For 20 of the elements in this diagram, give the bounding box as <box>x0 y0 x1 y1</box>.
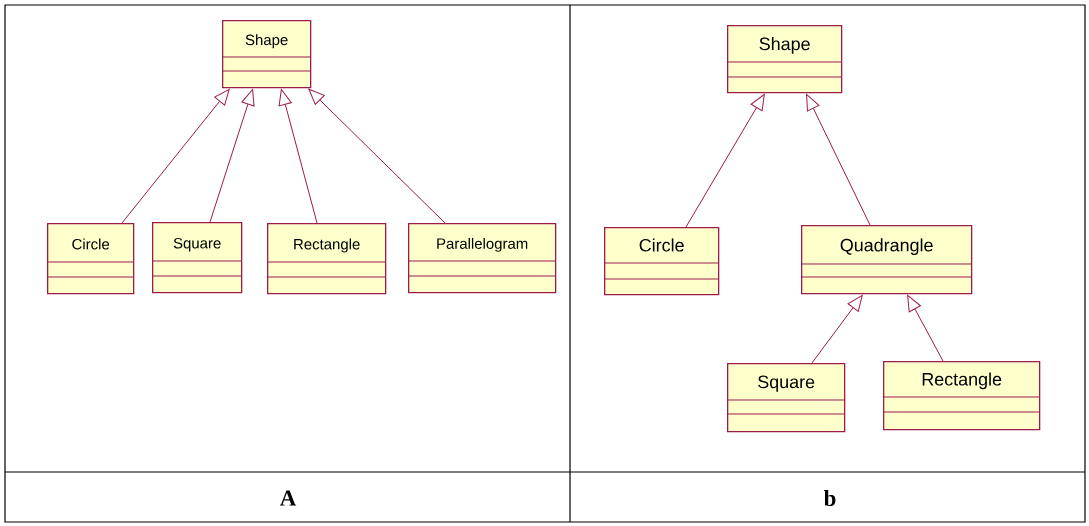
class-box: Rectangle <box>266 223 387 295</box>
class-box: Square <box>151 222 243 294</box>
inheritance-arrow <box>811 294 863 364</box>
panel-label: b <box>823 489 836 507</box>
class-box: Rectangle <box>882 361 1041 431</box>
class-box: Shape <box>726 25 843 94</box>
class-box: Parallelogram <box>407 223 557 294</box>
inheritance-arrow <box>806 94 871 226</box>
class-box: Circle <box>603 227 720 296</box>
inheritance-arrow <box>209 89 255 223</box>
inheritance-arrow <box>278 89 318 224</box>
class-box: Shape <box>221 20 312 89</box>
class-box: Square <box>726 363 846 433</box>
inheritance-arrow <box>121 88 230 224</box>
panel-label: A <box>279 490 297 506</box>
inheritance-arrow <box>907 294 944 362</box>
inheritance-arrow <box>308 88 446 224</box>
inheritance-arrow <box>685 93 765 228</box>
class-box: Circle <box>46 223 135 295</box>
class-box: Quadrangle <box>800 225 973 295</box>
